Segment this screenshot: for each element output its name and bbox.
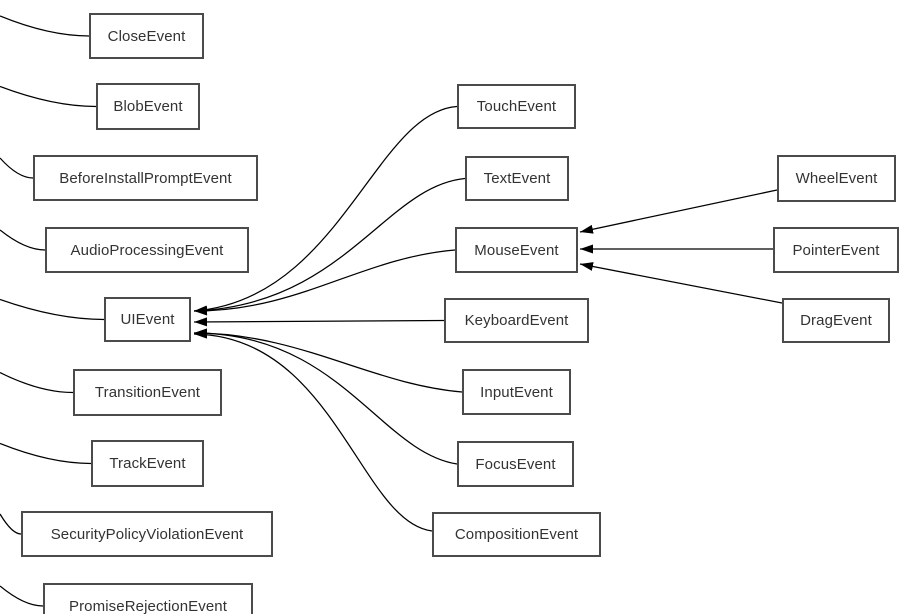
edge-input-event-to-ui-event: [193, 328, 463, 393]
edge-wheel-event-to-mouse-event: [579, 189, 778, 234]
node-security-policy-violation-event: SecurityPolicyViolationEvent: [21, 511, 273, 557]
node-keyboard-event: KeyboardEvent: [444, 298, 589, 343]
edge-close-event-to-off-canvas-left: [0, 15, 90, 37]
node-composition-event: CompositionEvent: [432, 512, 601, 557]
node-wheel-event: WheelEvent: [777, 155, 896, 202]
edge-promise-rejection-event-to-off-canvas-left: [0, 585, 44, 607]
edge-before-install-prompt-event-to-off-canvas-left: [0, 157, 34, 179]
node-text-event: TextEvent: [465, 156, 569, 201]
node-drag-event: DragEvent: [782, 298, 890, 343]
node-transition-event: TransitionEvent: [73, 369, 222, 416]
edge-keyboard-event-to-ui-event: [193, 317, 445, 327]
edge-drag-event-to-mouse-event: [579, 262, 783, 304]
node-blob-event: BlobEvent: [96, 83, 200, 130]
edge-touch-event-to-ui-event: [193, 105, 458, 315]
node-before-install-prompt-event: BeforeInstallPromptEvent: [33, 155, 258, 201]
edge-transition-event-to-off-canvas-left: [0, 371, 74, 394]
edge-track-event-to-off-canvas-left: [0, 442, 92, 465]
edge-audio-processing-event-to-off-canvas-left: [0, 229, 46, 251]
node-pointer-event: PointerEvent: [773, 227, 899, 273]
node-track-event: TrackEvent: [91, 440, 204, 487]
node-promise-rejection-event: PromiseRejectionEvent: [43, 583, 253, 614]
node-mouse-event: MouseEvent: [455, 227, 578, 273]
node-touch-event: TouchEvent: [457, 84, 576, 129]
edge-composition-event-to-ui-event: [193, 329, 433, 532]
node-input-event: InputEvent: [462, 369, 571, 415]
node-close-event: CloseEvent: [89, 13, 204, 59]
edge-ui-event-to-off-canvas-left: [0, 298, 105, 321]
edge-blob-event-to-off-canvas-left: [0, 85, 97, 108]
node-ui-event: UIEvent: [104, 297, 191, 342]
node-audio-processing-event: AudioProcessingEvent: [45, 227, 249, 273]
node-focus-event: FocusEvent: [457, 441, 574, 487]
edge-focus-event-to-ui-event: [193, 328, 458, 465]
edge-security-policy-violation-event-to-off-canvas-left: [0, 513, 22, 535]
